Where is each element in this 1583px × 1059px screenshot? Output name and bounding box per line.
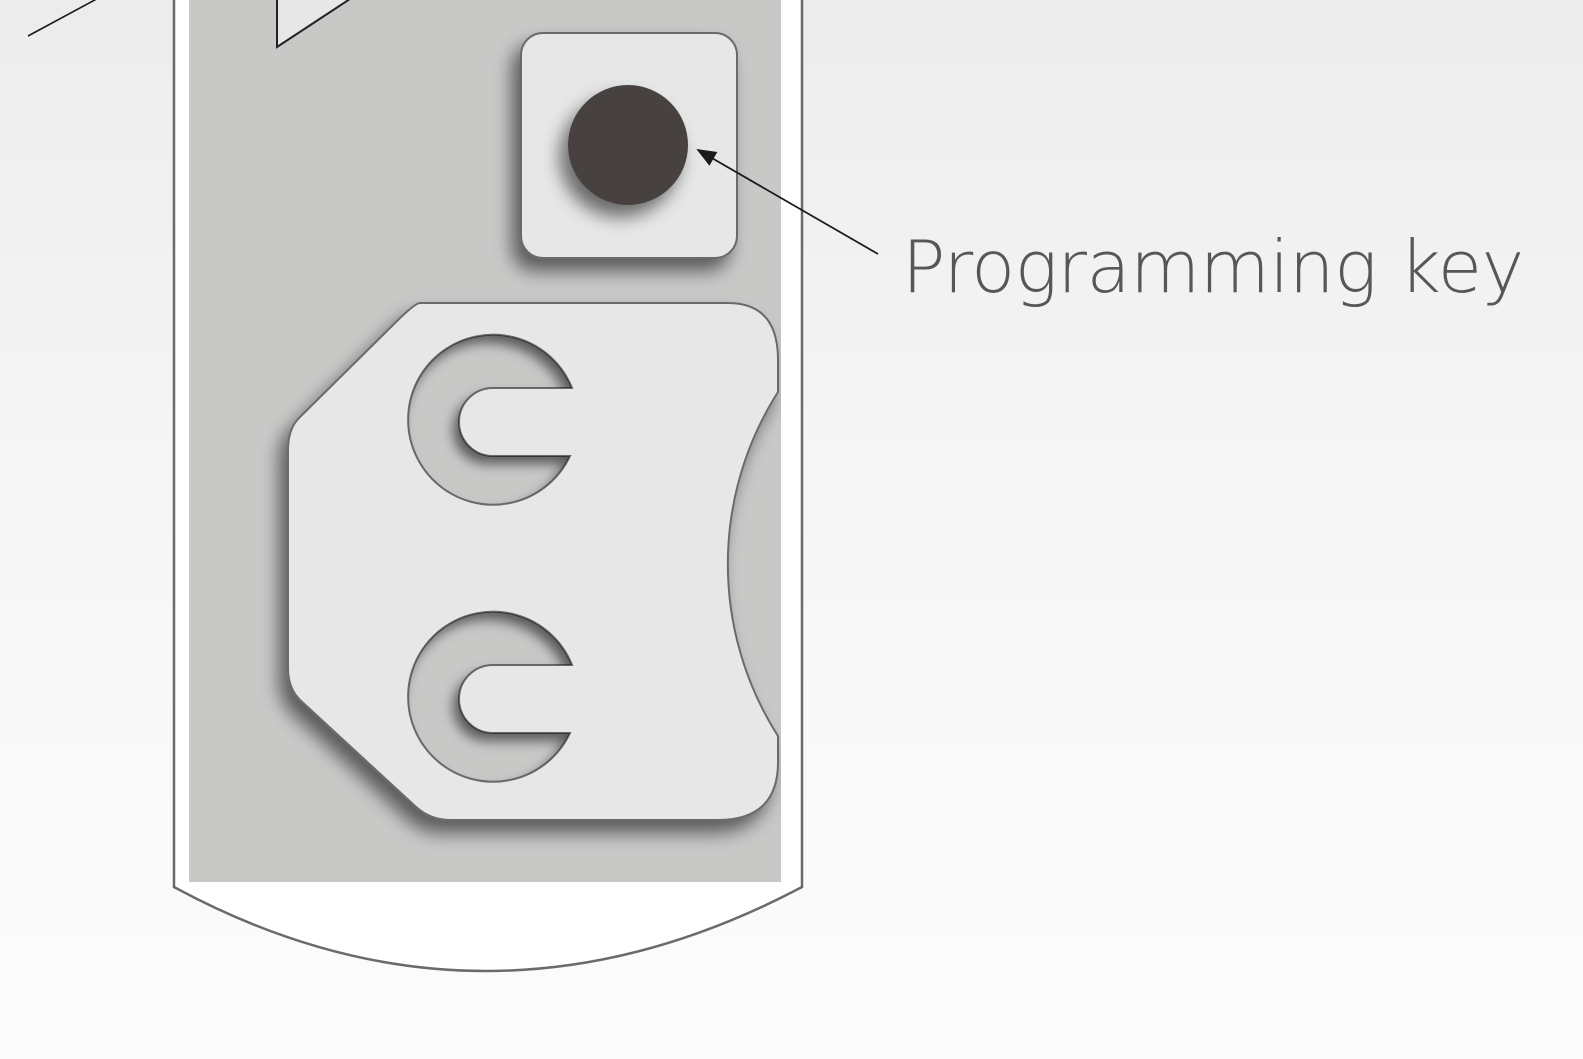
programming-key-button-icon: [568, 85, 688, 205]
battery-clip-lower-shadow: [408, 611, 572, 782]
battery-clip-upper-shadow: [408, 334, 572, 505]
indicator-triangle: [276, 0, 351, 49]
programming-key-leader-line: [696, 149, 879, 255]
programming-key-label: Programming key: [902, 225, 1524, 309]
leader-line-top: [27, 0, 97, 37]
